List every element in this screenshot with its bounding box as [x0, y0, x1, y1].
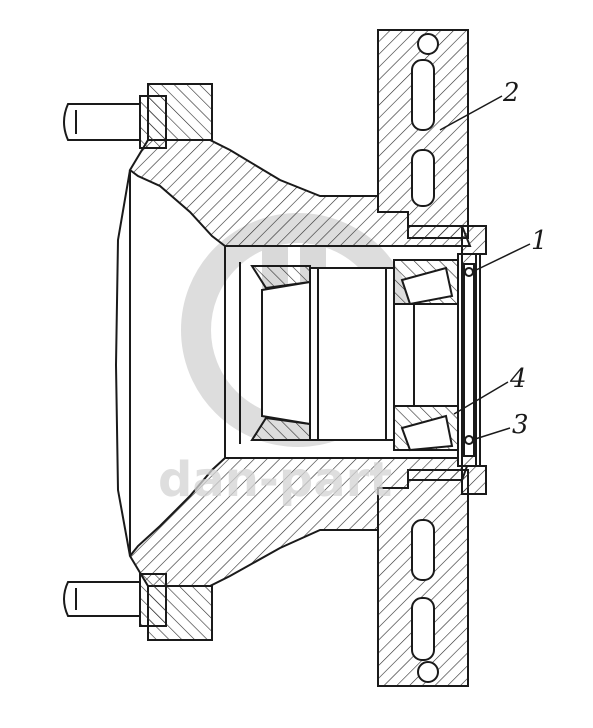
leader-2	[439, 95, 503, 131]
callout-label-2: 2	[503, 78, 520, 108]
callout-label-1: 1	[531, 226, 548, 256]
wheel-stud-upper	[63, 95, 167, 149]
hub-cap	[457, 225, 487, 495]
callout-label-3: 3	[512, 410, 529, 440]
leader-3	[471, 427, 511, 441]
callout-label-4: 4	[510, 364, 527, 394]
wheel-stud-lower	[63, 573, 167, 627]
callout-leaders	[439, 95, 531, 441]
leader-1	[471, 243, 531, 273]
watermark-text: dan-part	[158, 452, 392, 508]
leader-4	[453, 381, 509, 415]
brake-disc	[377, 29, 469, 687]
outer-bearing	[393, 259, 459, 452]
inner-bearing	[250, 265, 395, 441]
